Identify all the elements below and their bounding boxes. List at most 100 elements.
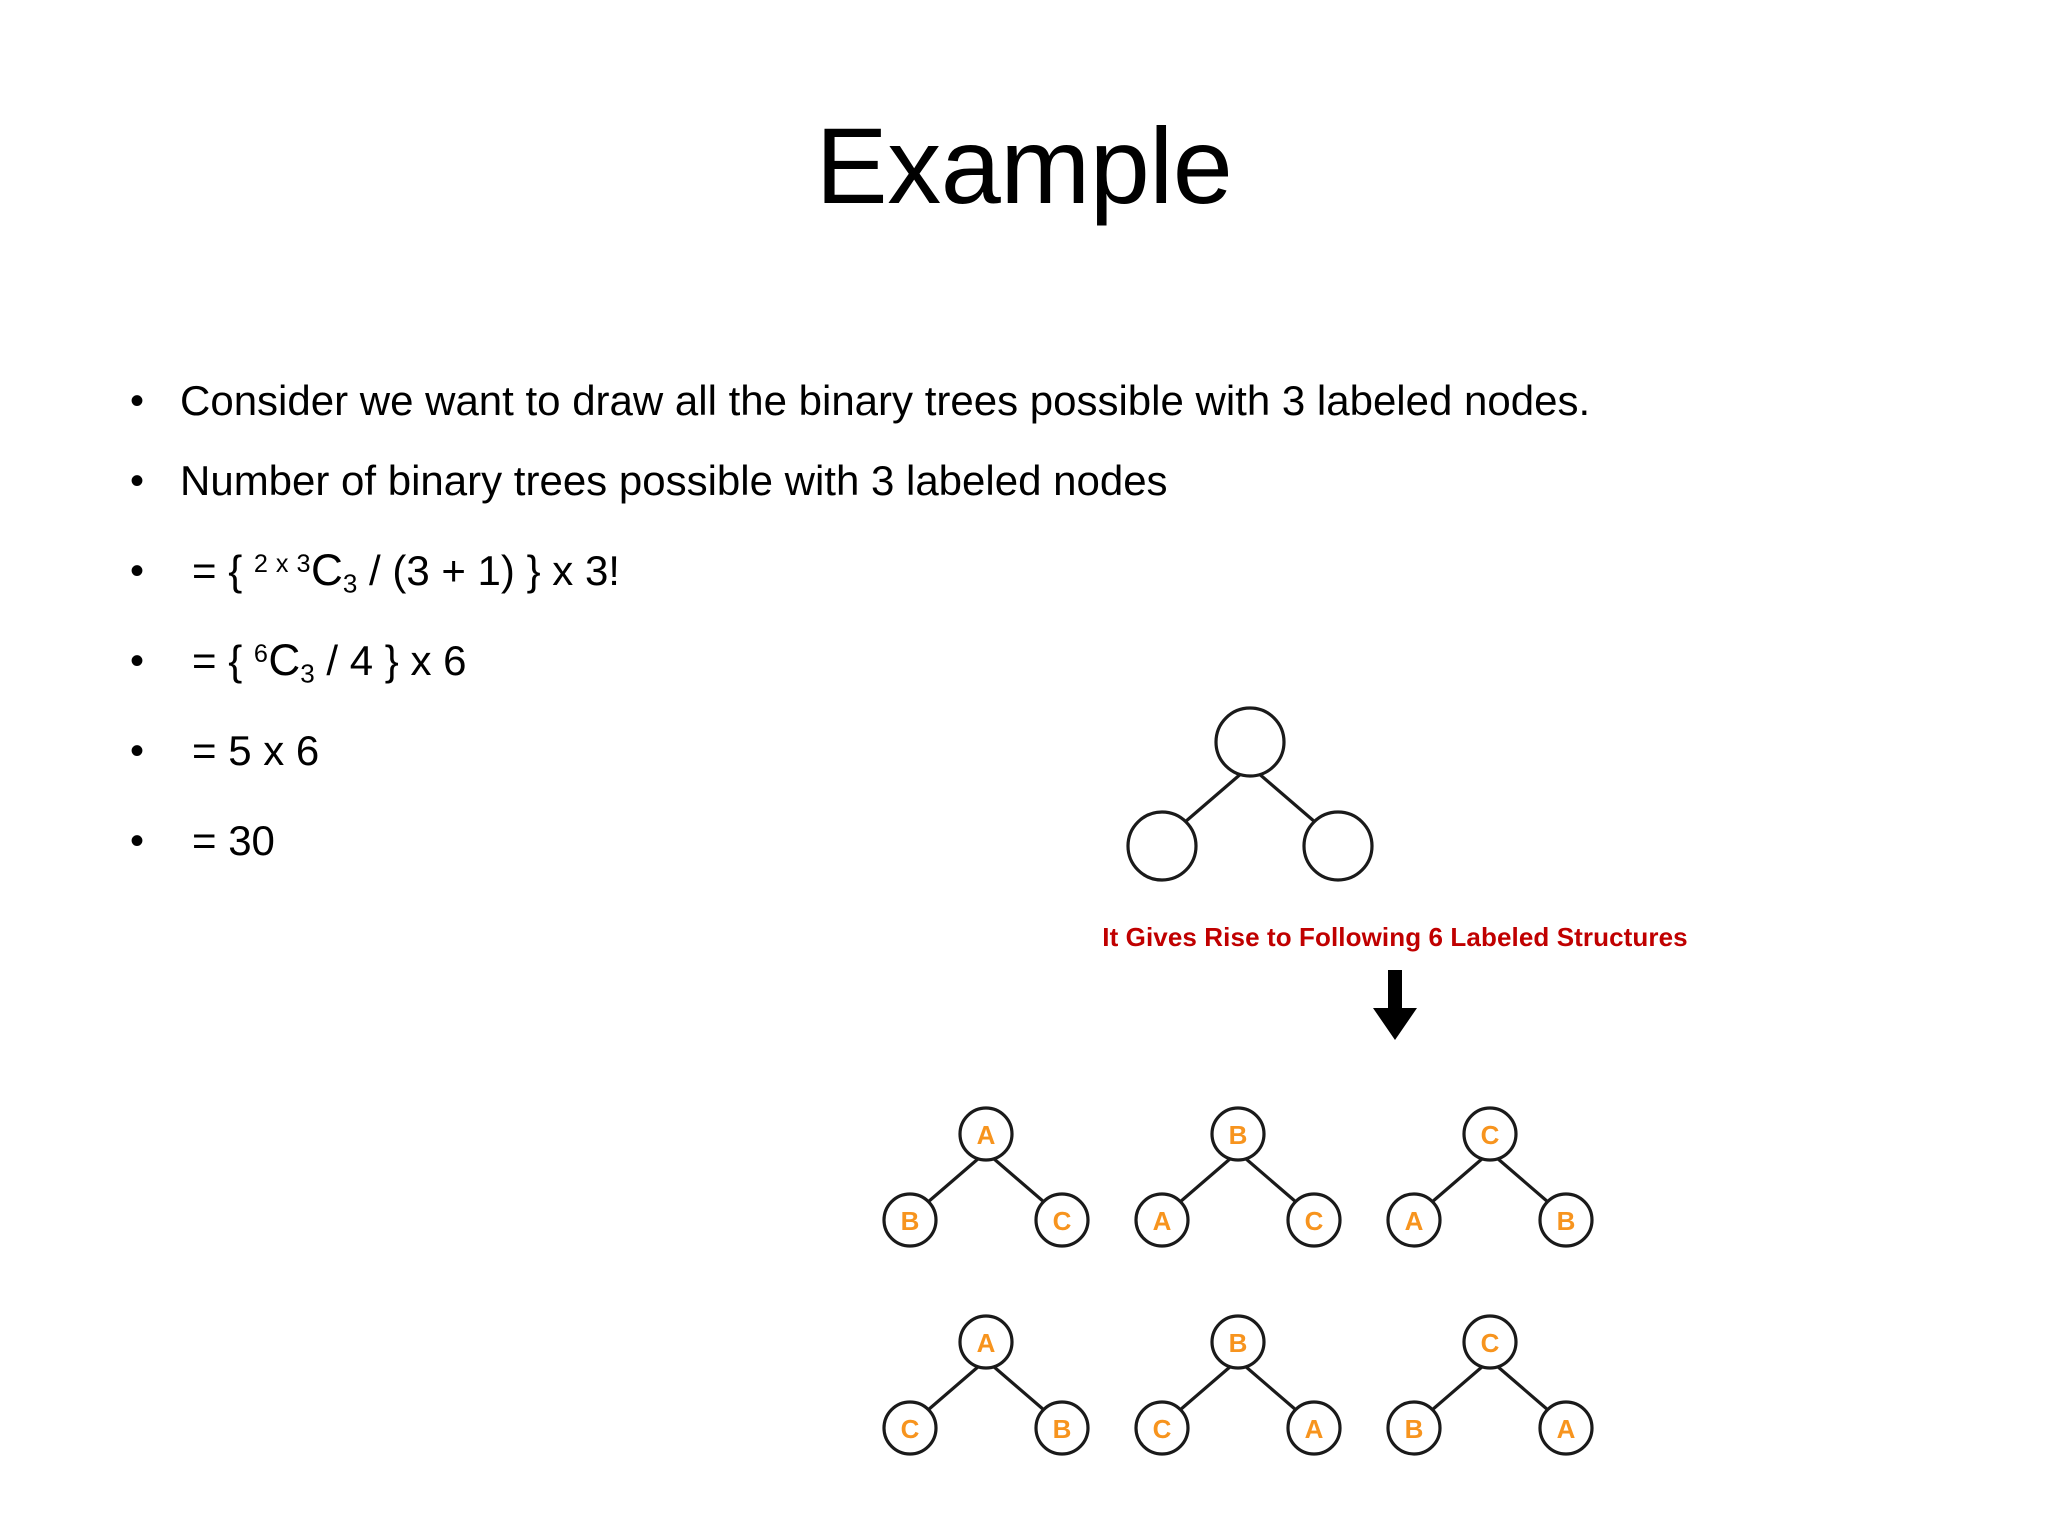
node-root xyxy=(1214,706,1286,778)
labeled-tree-2: B A C xyxy=(1112,1100,1364,1280)
node-root-label: C xyxy=(1481,1328,1500,1358)
bullet-marker: • xyxy=(130,379,145,423)
node-left-label: B xyxy=(1405,1414,1424,1444)
labeled-trees-row-1: A B C B A C xyxy=(860,1100,1930,1280)
labeled-trees-grid: A B C B A C xyxy=(860,1100,1930,1516)
labeled-tree-1-svg: A B C xyxy=(882,1106,1090,1248)
formula-subscript: 3 xyxy=(300,658,315,689)
formula-superscript: 2 x 3 xyxy=(253,549,312,578)
labeled-tree-3-svg: C A B xyxy=(1386,1106,1594,1248)
formula-base: C xyxy=(311,546,343,595)
labeled-tree-6: C B A xyxy=(1364,1308,1616,1488)
bullet-list: • Consider we want to draw all the binar… xyxy=(108,370,1898,900)
node-root-label: A xyxy=(977,1120,996,1150)
bullet-text: = 30 xyxy=(192,817,275,864)
node-right xyxy=(1286,1192,1342,1248)
node-right xyxy=(1286,1400,1342,1456)
labeled-tree-5: B C A xyxy=(1112,1308,1364,1488)
node-root-label: C xyxy=(1481,1120,1500,1150)
node-left xyxy=(1126,810,1198,882)
bullet-item-6: • = 30 xyxy=(108,810,1898,872)
formula-subscript: 3 xyxy=(342,568,358,599)
node-left-label: B xyxy=(901,1206,920,1236)
formula-prefix: = { xyxy=(192,547,254,594)
page-title: Example xyxy=(815,105,1233,226)
binary-tree-figure: It Gives Rise to Following 6 Labeled Str… xyxy=(860,700,1930,1530)
unlabeled-tree-svg xyxy=(1126,706,1374,882)
node-left xyxy=(1134,1192,1190,1248)
edge-root-left xyxy=(926,1358,988,1412)
node-left xyxy=(882,1192,938,1248)
edge-root-right xyxy=(1488,1358,1550,1412)
node-right xyxy=(1302,810,1374,882)
node-right-label: A xyxy=(1557,1414,1576,1444)
bullet-text: Number of binary trees possible with 3 l… xyxy=(180,457,1168,504)
node-root xyxy=(1462,1106,1518,1162)
down-arrow-icon xyxy=(1373,970,1417,1040)
formula-base: C xyxy=(268,636,301,685)
node-root-label: A xyxy=(977,1328,996,1358)
bullet-item-5: • = 5 x 6 xyxy=(108,720,1898,782)
labeled-tree-2-svg: B A C xyxy=(1134,1106,1342,1248)
node-root xyxy=(958,1106,1014,1162)
edge-root-right xyxy=(1236,1150,1298,1204)
bullet-text: Consider we want to draw all the binary … xyxy=(180,377,1591,424)
node-right xyxy=(1034,1400,1090,1456)
bullet-marker: • xyxy=(130,729,145,773)
labeled-tree-5-svg: B C A xyxy=(1134,1314,1342,1456)
node-right-label: C xyxy=(1053,1206,1072,1236)
bullet-formula: = { 6C3 / 4 } x 6 xyxy=(180,630,467,692)
labeled-tree-3: C A B xyxy=(1364,1100,1616,1280)
edge-root-right xyxy=(984,1150,1046,1204)
bullet-item-3: • = { 2 x 3C3 / (3 + 1) } x 3! xyxy=(108,540,1898,602)
labeled-tree-4-svg: A C B xyxy=(882,1314,1090,1456)
node-left xyxy=(1134,1400,1190,1456)
labeled-trees-row-2: A C B B C A xyxy=(860,1308,1930,1488)
node-root xyxy=(958,1314,1014,1370)
bullet-marker: • xyxy=(130,459,145,503)
formula-suffix: / (3 + 1) } x 3! xyxy=(357,547,620,594)
bullet-item-4: • = { 6C3 / 4 } x 6 xyxy=(108,630,1898,692)
node-left-label: C xyxy=(901,1414,920,1444)
edge-root-left xyxy=(1178,1150,1240,1204)
edge-root-left xyxy=(1430,1150,1492,1204)
figure-caption: It Gives Rise to Following 6 Labeled Str… xyxy=(1102,922,1688,952)
node-left xyxy=(882,1400,938,1456)
node-right-label: C xyxy=(1305,1206,1324,1236)
edge-root-right xyxy=(984,1358,1046,1412)
arrow-shape xyxy=(1373,970,1417,1040)
bullet-marker: • xyxy=(130,819,145,863)
edge-root-left xyxy=(926,1150,988,1204)
node-left-label: A xyxy=(1405,1206,1424,1236)
node-root-label: B xyxy=(1229,1120,1248,1150)
labeled-tree-1: A B C xyxy=(860,1100,1112,1280)
node-left-label: C xyxy=(1153,1414,1172,1444)
node-right-label: A xyxy=(1305,1414,1324,1444)
node-left xyxy=(1386,1400,1442,1456)
bullet-marker: • xyxy=(130,549,145,593)
edge-root-left xyxy=(1178,1358,1240,1412)
bullet-formula: = { 2 x 3C3 / (3 + 1) } x 3! xyxy=(180,540,620,602)
edge-root-right xyxy=(1236,1358,1298,1412)
node-right xyxy=(1538,1400,1594,1456)
labeled-tree-6-svg: C B A xyxy=(1386,1314,1594,1456)
formula-prefix: = { xyxy=(192,637,254,684)
formula-suffix: / 4 } x 6 xyxy=(314,637,467,684)
bullet-item-2: • Number of binary trees possible with 3… xyxy=(108,450,1898,512)
node-right-label: B xyxy=(1053,1414,1072,1444)
node-root xyxy=(1210,1314,1266,1370)
labeled-tree-4: A C B xyxy=(860,1308,1112,1488)
bullet-marker: • xyxy=(130,639,145,683)
node-right xyxy=(1538,1192,1594,1248)
unlabeled-tree xyxy=(1110,700,1390,900)
node-left xyxy=(1386,1192,1442,1248)
node-root-label: B xyxy=(1229,1328,1248,1358)
node-right-label: B xyxy=(1557,1206,1576,1236)
down-arrow xyxy=(860,970,1930,1047)
edge-root-right xyxy=(1488,1150,1550,1204)
bullet-text: = 5 x 6 xyxy=(192,727,320,774)
node-root xyxy=(1210,1106,1266,1162)
node-root xyxy=(1462,1314,1518,1370)
edge-root-left xyxy=(1430,1358,1492,1412)
node-right xyxy=(1034,1192,1090,1248)
